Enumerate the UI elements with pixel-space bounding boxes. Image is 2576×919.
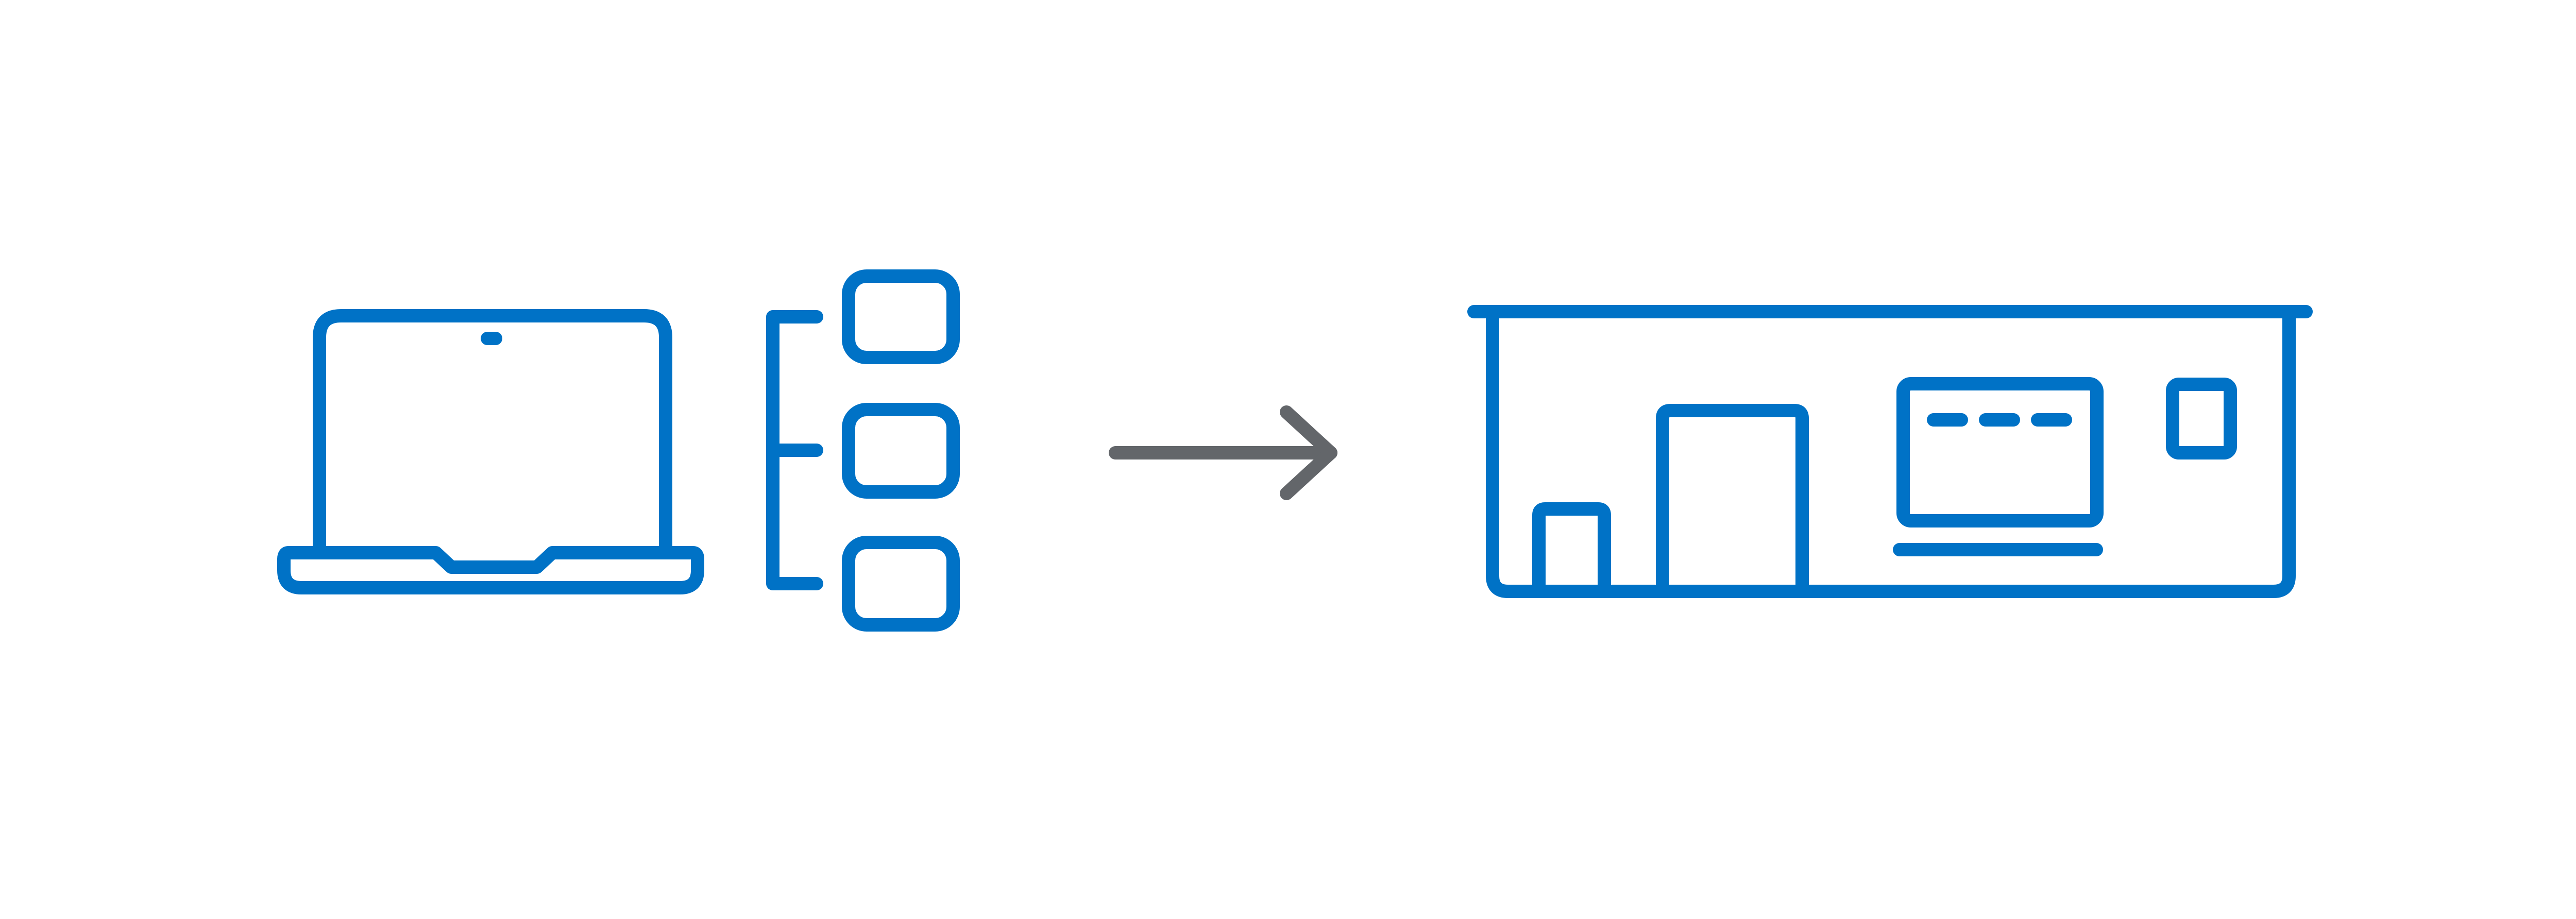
hierarchy-icon: [766, 269, 960, 632]
building-sign-panel: [1896, 377, 2104, 527]
laptop-base: [277, 546, 704, 594]
hierarchy-box-bottom: [842, 536, 960, 632]
laptop-screen: [313, 309, 672, 559]
hierarchy-connector: [766, 310, 823, 590]
building-cabinet: [1532, 502, 1611, 598]
building-window: [2166, 378, 2237, 460]
arrow-right-icon: [1109, 405, 1337, 500]
hierarchy-box-top: [842, 269, 960, 364]
hierarchy-box-middle: [842, 403, 960, 499]
arrow-head: [1280, 405, 1337, 500]
building-walls-floor: [1486, 311, 2296, 598]
building-door: [1656, 404, 1809, 598]
laptop-icon: [277, 309, 704, 594]
building-icon: [1467, 305, 2313, 598]
